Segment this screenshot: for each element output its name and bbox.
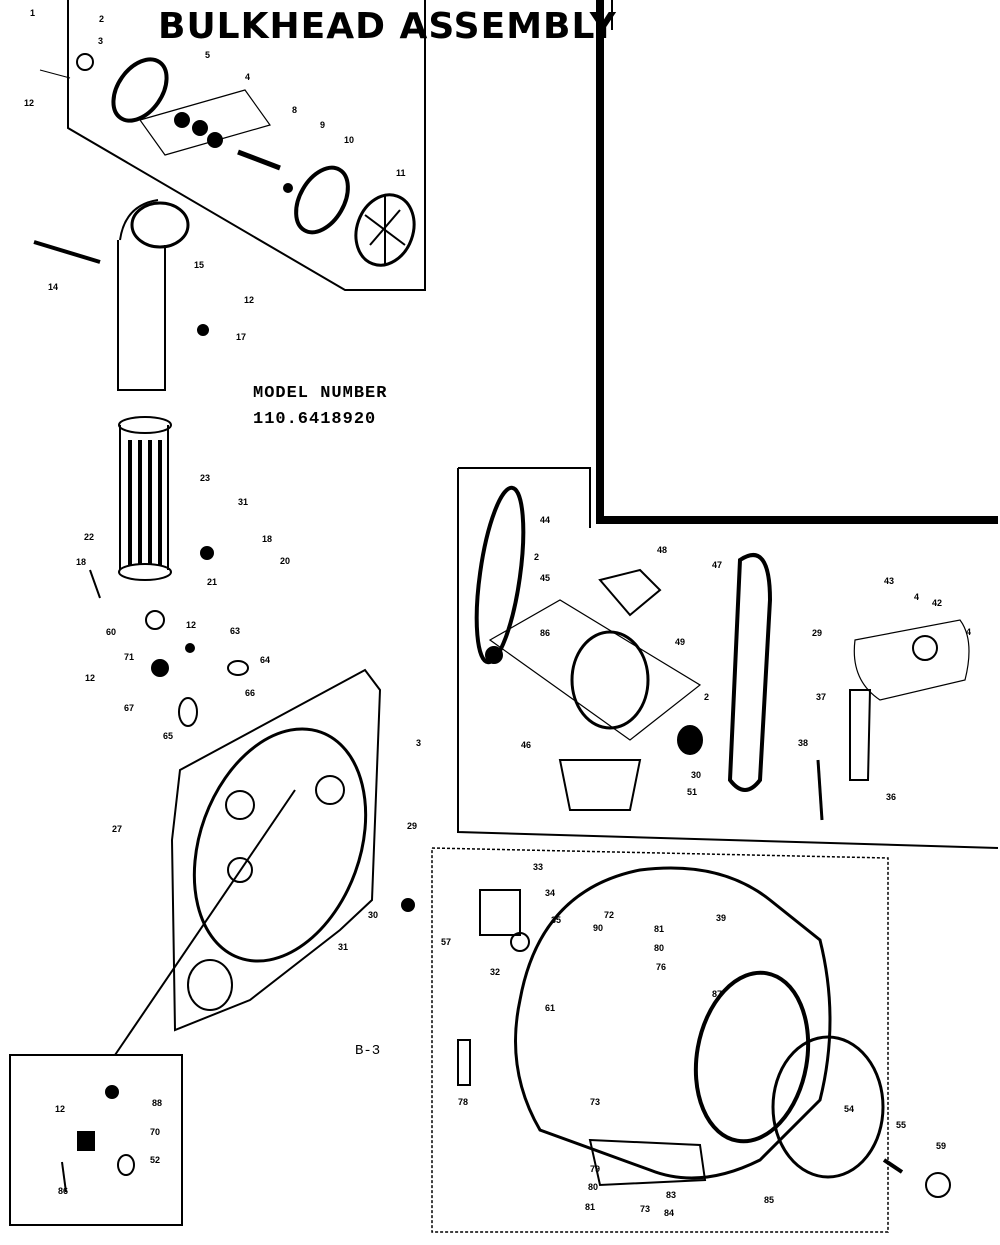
callout-31: 31 bbox=[238, 497, 249, 507]
callout-12e: 12 bbox=[55, 1104, 66, 1114]
callout-12: 12 bbox=[24, 98, 35, 108]
callout-78: 78 bbox=[458, 1097, 469, 1107]
callout-39: 39 bbox=[716, 913, 727, 923]
callout-81: 81 bbox=[654, 924, 665, 934]
callout-66: 66 bbox=[245, 688, 256, 698]
callout-15: 15 bbox=[194, 260, 205, 270]
callout-71: 71 bbox=[124, 652, 135, 662]
callout-2b: 2 bbox=[534, 552, 540, 562]
bulkhead-panel-group bbox=[114, 668, 415, 1056]
callout-20: 20 bbox=[280, 556, 291, 566]
exhaust-duct-group bbox=[33, 199, 209, 391]
blower-assembly-group bbox=[39, 0, 613, 291]
callout-83: 83 bbox=[666, 1190, 677, 1200]
callout-90: 90 bbox=[593, 923, 604, 933]
callout-87: 87 bbox=[712, 989, 723, 999]
callout-3: 3 bbox=[98, 36, 104, 46]
callout-27: 27 bbox=[112, 824, 123, 834]
callout-51: 51 bbox=[687, 787, 698, 797]
callout-80b: 80 bbox=[588, 1182, 599, 1192]
sheet-code: B-3 bbox=[355, 1043, 381, 1059]
callout-2c: 2 bbox=[704, 692, 710, 702]
callout-52: 52 bbox=[150, 1155, 161, 1165]
callout-47: 47 bbox=[712, 560, 723, 570]
callout-45: 45 bbox=[540, 573, 551, 583]
callout-84: 84 bbox=[664, 1208, 675, 1218]
callout-30: 30 bbox=[368, 910, 379, 920]
callout-33: 33 bbox=[533, 862, 544, 872]
callout-57: 57 bbox=[441, 937, 452, 947]
callout-32: 32 bbox=[490, 967, 501, 977]
callout-48: 48 bbox=[657, 545, 668, 555]
callout-12c: 12 bbox=[186, 620, 197, 630]
callout-86b: 86 bbox=[58, 1186, 69, 1196]
callout-73b: 73 bbox=[640, 1204, 651, 1214]
callout-35: 35 bbox=[551, 915, 562, 925]
callout-21: 21 bbox=[207, 577, 218, 587]
callout-43: 43 bbox=[884, 576, 895, 586]
callout-37: 37 bbox=[816, 692, 827, 702]
callout-29b: 29 bbox=[407, 821, 418, 831]
callout-54: 54 bbox=[844, 1104, 855, 1114]
model-number-value: 110.6418920 bbox=[253, 410, 377, 429]
callout-49: 49 bbox=[675, 637, 686, 647]
callout-18b: 18 bbox=[262, 534, 273, 544]
callout-70: 70 bbox=[150, 1127, 161, 1137]
callout-31b: 31 bbox=[338, 942, 349, 952]
callout-4b: 4 bbox=[914, 592, 920, 602]
callout-12b: 12 bbox=[244, 295, 255, 305]
diagram-title: BULKHEAD ASSEMBLY bbox=[158, 6, 617, 47]
inset-detail-box bbox=[9, 1054, 183, 1226]
callout-23: 23 bbox=[200, 473, 211, 483]
callout-2: 2 bbox=[99, 14, 105, 24]
callout-11: 11 bbox=[396, 168, 406, 178]
callout-4: 4 bbox=[245, 72, 251, 82]
lamp-parts-group bbox=[145, 610, 249, 727]
callout-9: 9 bbox=[320, 120, 326, 130]
callout-18: 18 bbox=[76, 557, 87, 567]
callout-63: 63 bbox=[230, 626, 241, 636]
heater-element-group bbox=[89, 416, 214, 599]
callout-1: 1 bbox=[30, 8, 36, 18]
callout-46: 46 bbox=[521, 740, 532, 750]
callout-88: 88 bbox=[152, 1098, 163, 1108]
callout-8: 8 bbox=[292, 105, 298, 115]
callout-22: 22 bbox=[84, 532, 95, 542]
callout-30b: 30 bbox=[691, 770, 702, 780]
callout-36: 36 bbox=[886, 792, 897, 802]
callout-67: 67 bbox=[124, 703, 135, 713]
callout-73: 73 bbox=[590, 1097, 601, 1107]
callout-72: 72 bbox=[604, 910, 615, 920]
callout-5: 5 bbox=[205, 50, 211, 60]
callout-38: 38 bbox=[798, 738, 809, 748]
callout-14: 14 bbox=[48, 282, 59, 292]
model-number-label: MODEL NUMBER bbox=[253, 384, 388, 403]
callout-44: 44 bbox=[540, 515, 551, 525]
callout-60: 60 bbox=[106, 627, 117, 637]
callout-10: 10 bbox=[344, 135, 355, 145]
callout-79: 79 bbox=[590, 1164, 601, 1174]
callout-55: 55 bbox=[896, 1120, 907, 1130]
callout-29: 29 bbox=[812, 628, 823, 638]
callout-81b: 81 bbox=[585, 1202, 596, 1212]
callout-17: 17 bbox=[236, 332, 247, 342]
callout-76: 76 bbox=[656, 962, 667, 972]
callout-61: 61 bbox=[545, 1003, 556, 1013]
callout-42: 42 bbox=[932, 598, 943, 608]
callout-34: 34 bbox=[545, 888, 556, 898]
callout-59: 59 bbox=[936, 1141, 947, 1151]
callout-85: 85 bbox=[764, 1195, 775, 1205]
motor-assembly-frame bbox=[457, 0, 999, 849]
drum-assembly-group bbox=[431, 847, 951, 1233]
callout-4c: 4 bbox=[966, 627, 972, 637]
callout-12d: 12 bbox=[85, 673, 96, 683]
callout-80: 80 bbox=[654, 943, 665, 953]
callout-86: 86 bbox=[540, 628, 551, 638]
callout-3b: 3 bbox=[416, 738, 422, 748]
callout-64: 64 bbox=[260, 655, 271, 665]
callout-65: 65 bbox=[163, 731, 174, 741]
